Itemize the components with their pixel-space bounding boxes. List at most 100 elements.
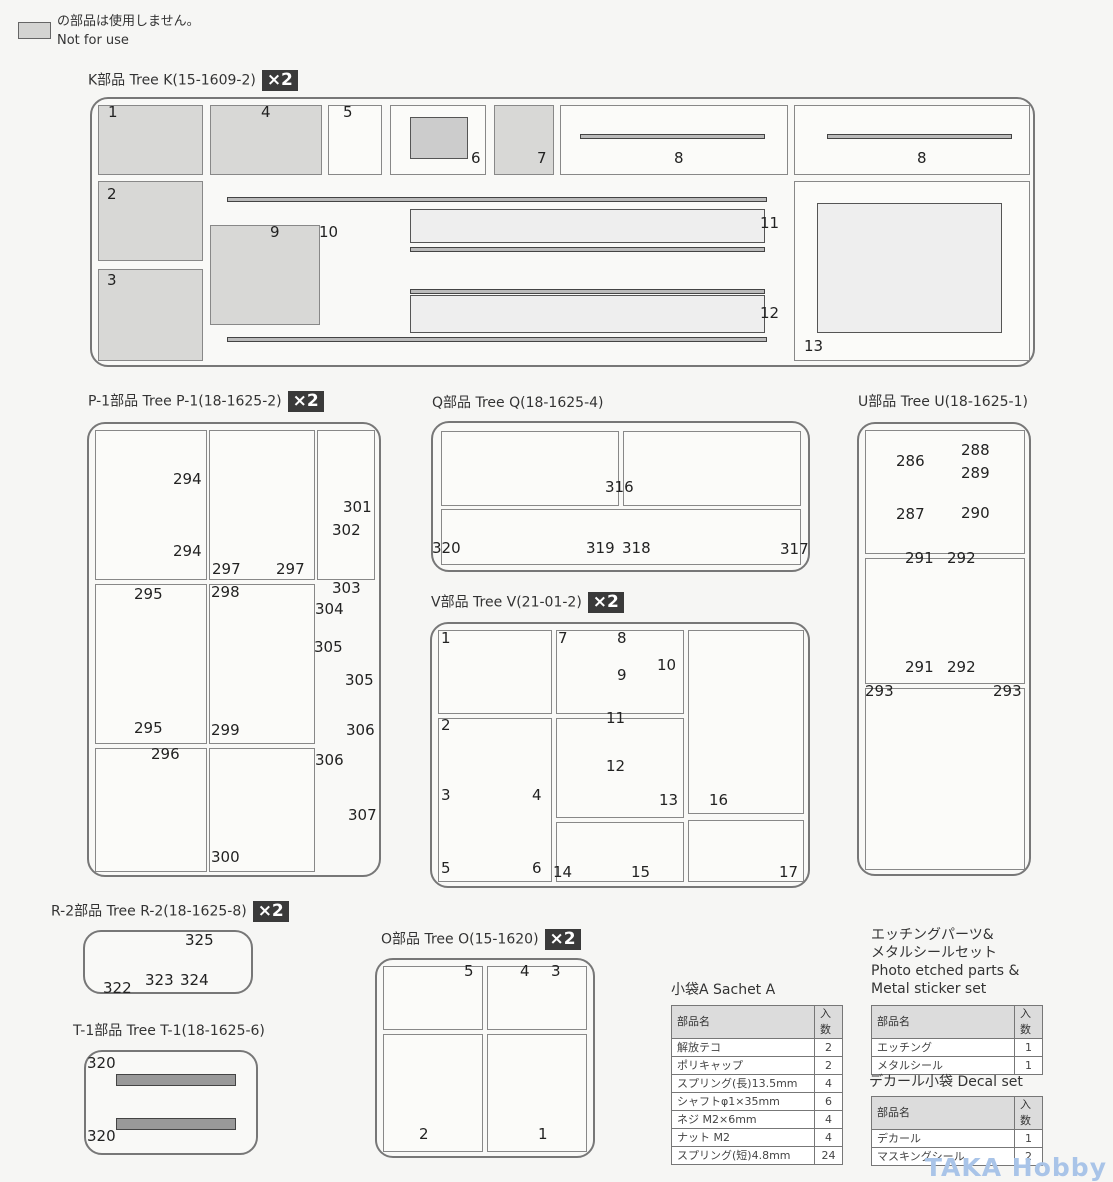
part-number-label: 4 xyxy=(520,962,530,980)
not-for-use-swatch xyxy=(18,22,51,39)
part-name: マスキングシール xyxy=(871,1147,1015,1166)
part-number-label: 290 xyxy=(961,504,990,522)
part-number-label: 7 xyxy=(558,629,568,647)
part-qty: 1 xyxy=(1014,1129,1043,1148)
part-name: デカール xyxy=(871,1129,1015,1148)
part-number-label: 14 xyxy=(553,863,573,881)
part-number-label: 297 xyxy=(212,560,241,578)
tree-k-title: K部品 Tree K(15-1609-2) xyxy=(88,72,256,89)
tree-p1-header: P-1部品 Tree P-1(18-1625-2)×2 xyxy=(88,391,324,413)
part-number-label: 6 xyxy=(532,859,542,877)
part-number-label: 302 xyxy=(332,521,361,539)
qty-badge: ×2 xyxy=(587,592,624,613)
part-number-label: 5 xyxy=(343,103,353,121)
part-number-label: 5 xyxy=(441,859,451,877)
part-number-label: 9 xyxy=(617,666,627,684)
part-number-label: 3 xyxy=(107,271,117,289)
qty-badge: ×2 xyxy=(544,929,581,950)
part-number-label: 1 xyxy=(441,629,451,647)
part-number-label: 4 xyxy=(261,103,271,121)
tree-t1-sprue xyxy=(84,1050,258,1155)
part-number-label: 10 xyxy=(319,223,339,241)
part-number-label: 8 xyxy=(674,149,684,167)
legend-en: Not for use xyxy=(57,33,129,48)
part-name: ポリキャップ xyxy=(671,1056,815,1075)
part-number-label: 295 xyxy=(134,585,163,603)
part-number-label: 10 xyxy=(657,656,677,674)
part-number-label: 13 xyxy=(659,791,679,809)
part-number-label: 288 xyxy=(961,441,990,459)
part-number-label: 3 xyxy=(441,786,451,804)
tree-r2-title: R-2部品 Tree R-2(18-1625-8) xyxy=(51,903,247,920)
part-number-label: 15 xyxy=(631,863,651,881)
decal-title: デカール小袋 Decal set xyxy=(869,1074,1023,1090)
legend-ja: の部品は使用しません。 xyxy=(57,14,200,29)
col-qty: 入数 xyxy=(1014,1096,1043,1130)
part-number-label: 307 xyxy=(348,806,377,824)
part-number-label: 304 xyxy=(315,600,344,618)
part-number-label: 7 xyxy=(537,149,547,167)
tree-o-header: O部品 Tree O(15-1620) ×2 xyxy=(381,929,581,951)
part-number-label: 293 xyxy=(993,682,1022,700)
qty-badge: ×2 xyxy=(252,901,289,922)
sachet-a-title: 小袋A Sachet A xyxy=(671,982,776,998)
tree-v-header: V部品 Tree V(21-01-2) ×2 xyxy=(431,592,624,614)
part-number-label: 291 xyxy=(905,549,934,567)
part-number-label: 322 xyxy=(103,979,132,997)
part-number-label: 320 xyxy=(87,1054,116,1072)
etching-title-en1: Photo etched parts & xyxy=(871,963,1020,979)
part-number-label: 299 xyxy=(211,721,240,739)
part-number-label: 324 xyxy=(180,971,209,989)
part-number-label: 11 xyxy=(606,709,626,727)
part-number-label: 317 xyxy=(780,540,809,558)
part-qty: 2 xyxy=(1014,1147,1043,1166)
part-number-label: 12 xyxy=(606,757,626,775)
part-number-label: 6 xyxy=(471,149,481,167)
part-name: メタルシール xyxy=(871,1056,1015,1075)
part-number-label: 3 xyxy=(551,962,561,980)
part-number-label: 292 xyxy=(947,549,976,567)
tree-k-sprue xyxy=(90,97,1035,367)
tree-o-sprue xyxy=(375,958,595,1158)
col-part-name: 部品名 xyxy=(871,1005,1015,1039)
part-name: シャフトφ1×35mm xyxy=(671,1092,815,1111)
part-number-label: 303 xyxy=(332,579,361,597)
part-number-label: 295 xyxy=(134,719,163,737)
part-number-label: 8 xyxy=(917,149,927,167)
part-number-label: 306 xyxy=(315,751,344,769)
part-number-label: 11 xyxy=(760,214,780,232)
part-number-label: 306 xyxy=(346,721,375,739)
part-number-label: 298 xyxy=(211,583,240,601)
part-number-label: 2 xyxy=(419,1125,429,1143)
part-number-label: 13 xyxy=(804,337,824,355)
part-qty: 6 xyxy=(814,1092,843,1111)
part-qty: 24 xyxy=(814,1146,843,1165)
tree-p1-sprue xyxy=(87,422,381,877)
part-number-label: 325 xyxy=(185,931,214,949)
part-number-label: 17 xyxy=(779,863,799,881)
part-name: スプリング(長)13.5mm xyxy=(671,1074,815,1093)
part-number-label: 1 xyxy=(538,1125,548,1143)
tree-v-title: V部品 Tree V(21-01-2) xyxy=(431,594,582,611)
part-number-label: 318 xyxy=(622,539,651,557)
part-qty: 4 xyxy=(814,1074,843,1093)
col-part-name: 部品名 xyxy=(671,1005,815,1039)
part-number-label: 8 xyxy=(617,629,627,647)
tree-u-header: U部品 Tree U(18-1625-1) xyxy=(858,392,1028,413)
tree-o-title: O部品 Tree O(15-1620) xyxy=(381,931,539,948)
part-number-label: 1 xyxy=(108,103,118,121)
tree-r2-sprue xyxy=(83,930,253,994)
tree-t1-header: T-1部品 Tree T-1(18-1625-6) xyxy=(73,1021,265,1042)
part-qty: 4 xyxy=(814,1110,843,1129)
part-number-label: 320 xyxy=(432,539,461,557)
part-number-label: 320 xyxy=(87,1127,116,1145)
